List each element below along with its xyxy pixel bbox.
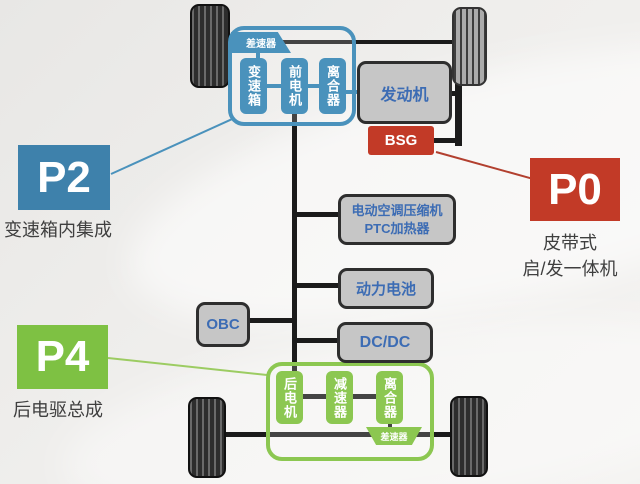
rear-differential-label: 差速器 xyxy=(380,431,408,442)
ptc-heater-label: PTC加热器 xyxy=(364,220,430,236)
front-motor-box: 前电机 xyxy=(281,58,308,114)
front-clutch-box: 离合器 xyxy=(319,58,346,114)
front-motor-label: 前电机 xyxy=(287,65,302,107)
obc-box: OBC xyxy=(196,302,250,347)
rear-axle-line xyxy=(222,432,450,437)
bsg-box: BSG xyxy=(368,126,434,155)
hv-bus-spine-line xyxy=(292,114,297,374)
rear-motor-box: 后电机 xyxy=(276,371,303,424)
p2-caption: 变速箱内集成 xyxy=(4,220,112,240)
front-differential-label: 差速器 xyxy=(246,39,276,50)
p0-caption-line2: 启/发一体机 xyxy=(522,259,618,280)
p2-tag: P2 xyxy=(18,145,110,210)
obc-label: OBC xyxy=(206,316,240,333)
belt-bar-line xyxy=(455,84,462,146)
gearbox-motor-connector xyxy=(267,84,281,88)
front-differential-box: 差速器 xyxy=(231,32,291,53)
battery-label: 动力电池 xyxy=(355,281,416,298)
rear-differential-box: 差速器 xyxy=(366,427,422,445)
engine-label: 发动机 xyxy=(380,86,429,104)
front-left-tire xyxy=(190,4,230,88)
rearmotor-reducer-connector xyxy=(303,394,326,399)
reducer-box: 减速器 xyxy=(326,371,353,424)
reducer-clutch-connector xyxy=(353,394,376,399)
front-right-tire xyxy=(452,7,487,86)
branch-obc-line xyxy=(244,318,294,323)
bsg-label: BSG xyxy=(384,132,418,149)
rear-right-tire xyxy=(450,396,488,477)
diff-gearbox-connector xyxy=(256,53,260,59)
ac-compressor-label: 电动空调压缩机 xyxy=(351,202,443,218)
front-axle-line xyxy=(226,40,454,44)
rear-left-tire xyxy=(188,397,226,478)
front-clutch-label: 离合器 xyxy=(325,65,340,107)
p0-caption-line1: 皮带式 xyxy=(543,233,597,253)
p4-caption: 后电驱总成 xyxy=(13,400,103,420)
reducer-label: 减速器 xyxy=(332,376,347,419)
gearbox-box: 变速箱 xyxy=(240,58,267,114)
engine-box: 发动机 xyxy=(357,61,452,124)
dcdc-box: DC/DC xyxy=(337,322,433,363)
branch-dcdc-line xyxy=(295,338,339,343)
p0-tag: P0 xyxy=(530,158,620,221)
rear-clutch-label: 离合器 xyxy=(382,376,397,419)
p0-label: P0 xyxy=(548,164,602,214)
p4-label: P4 xyxy=(35,332,90,381)
p2-pointer-line xyxy=(110,118,233,175)
p0-caption: 皮带式 启/发一体机 xyxy=(505,230,635,282)
bsg-belt-link-line xyxy=(433,138,457,143)
motor-clutch-connector xyxy=(308,84,319,88)
p4-tag: P4 xyxy=(17,325,108,389)
branch-battery-line xyxy=(295,283,340,288)
branch-ac-line xyxy=(295,212,340,217)
gearbox-label: 变速箱 xyxy=(246,65,261,107)
ac-compressor-box: 电动空调压缩机 PTC加热器 xyxy=(338,194,456,245)
clutch-engine-connector xyxy=(346,90,358,94)
battery-box: 动力电池 xyxy=(338,268,434,309)
rear-motor-label: 后电机 xyxy=(282,376,297,419)
p2-label: P2 xyxy=(37,152,91,202)
dcdc-label: DC/DC xyxy=(359,333,411,351)
rear-clutch-box: 离合器 xyxy=(376,371,403,424)
